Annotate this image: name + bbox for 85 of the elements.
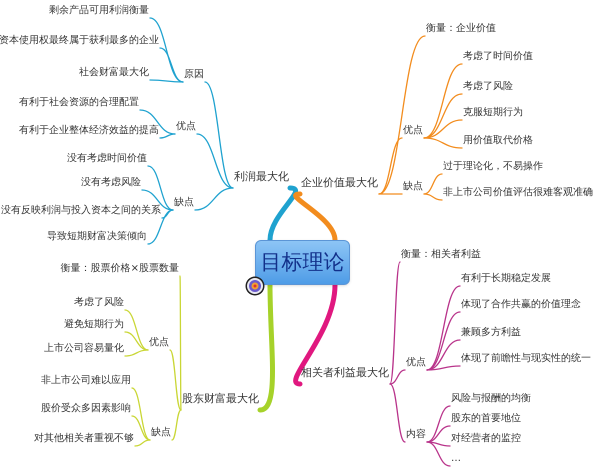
branch-line [389, 369, 406, 385]
topic-label: … [450, 452, 462, 466]
branch-line [161, 209, 174, 219]
topic-label: 体现了前瞻性与现实性的统一 [460, 352, 592, 366]
topic-label: 有利于企业整体经济效益的提高 [18, 124, 160, 138]
topic-label: 剩余产品可用利润衡量 [48, 4, 150, 18]
topic-label: 内容 [405, 428, 427, 442]
topic-label: 避免短期行为 [63, 318, 125, 332]
topic-label: 导致短期财富决策倾向 [46, 230, 148, 244]
branch-line [171, 409, 182, 441]
branch-line [258, 282, 275, 412]
branch-line [426, 425, 451, 443]
branch-line [423, 193, 443, 201]
branch-line [293, 192, 338, 242]
branch-label: 股东财富最大化 [181, 392, 260, 410]
branch-line [389, 383, 406, 443]
branch-line [149, 79, 184, 83]
branch-line [159, 47, 184, 83]
topic-label: 有利于社会资源的合理配置 [18, 96, 140, 110]
topic-label: 原因 [183, 68, 205, 82]
branch-line [423, 173, 443, 195]
topic-label: 没有考虑时间价值 [66, 152, 148, 166]
topic-label: 社会财富最大化 [78, 66, 150, 80]
topic-label: 优点 [148, 336, 170, 350]
branch-line [147, 165, 174, 211]
topic-label: 非上市公司难以应用 [40, 374, 132, 388]
topic-label: 非上市公司价值评估很难客观准确 [442, 186, 594, 200]
topic-label: 缺点 [173, 196, 195, 210]
branch-line [159, 133, 176, 139]
topic-label: 有利于长期稳定发展 [460, 272, 552, 286]
topic-label: 考虑了风险 [73, 296, 125, 310]
branch-line [268, 186, 298, 242]
topic-label: 用价值取代价格 [462, 134, 534, 148]
branch-line [426, 339, 461, 371]
topic-label: 缺点 [402, 180, 424, 194]
branch-line [423, 137, 463, 149]
topic-label: 体现了合作共赢的价值理念 [460, 298, 582, 312]
topic-label: 对其他相关者重视不够 [33, 432, 135, 446]
topic-label: 考虑了时间价值 [462, 50, 534, 64]
branch-line [378, 137, 403, 195]
branch-line [426, 285, 461, 371]
topic-label: 上市公司容易量化 [43, 342, 125, 356]
topic-label: 股东的首要地位 [450, 412, 522, 426]
branch-label: 利润最大化 [233, 170, 290, 188]
branch-line [378, 193, 403, 195]
topic-label: 缺点 [150, 426, 172, 440]
branch-line [169, 349, 182, 411]
branch-line [179, 275, 182, 411]
topic-label: 对经营者的监控 [450, 432, 522, 446]
branch-line [426, 405, 451, 443]
topic-label: 考虑了风险 [462, 80, 514, 94]
branch-line [293, 282, 338, 386]
topic-label: 过于理论化，不易操作 [442, 160, 544, 174]
topic-label: 优点 [405, 356, 427, 370]
topic-label: 风险与报酬的均衡 [450, 392, 532, 406]
topic-label: 克服短期行为 [462, 106, 524, 120]
branch-line [124, 309, 149, 351]
branch-line [134, 439, 151, 447]
topic-label: 优点 [402, 124, 424, 138]
branch-line [194, 187, 234, 211]
branch-line [131, 415, 151, 441]
branch-line [426, 365, 461, 371]
central-topic-box: 目标理论 [255, 240, 350, 285]
topic-label: 股价受众多因素影响 [40, 402, 132, 416]
topic-label: 兼顾多方利益 [460, 326, 522, 340]
branch-label: 相关者利益最大化 [300, 366, 390, 384]
topic-label: 优点 [175, 120, 197, 134]
branch-line [389, 261, 401, 385]
branch-line [131, 387, 151, 441]
topic-label: 没有考虑风险 [80, 176, 142, 190]
topic-label: 衡量：相关者利益 [400, 248, 482, 262]
branch-line [426, 441, 451, 467]
branch-line [124, 349, 149, 357]
topic-label: 没有反映利润与投入资本之间的关系 [0, 204, 162, 218]
branch-line [124, 331, 149, 351]
branch-line [196, 133, 234, 189]
branch-line [139, 109, 176, 135]
branch-line [423, 93, 463, 139]
branch-line [204, 81, 234, 189]
topic-label: 衡量：股票价格×股票数量 [60, 262, 180, 276]
branch-line [423, 119, 463, 139]
branch-line [147, 209, 174, 245]
branch-line [141, 189, 174, 211]
branch-label: 企业价值最大化 [300, 176, 379, 194]
topic-label: 衡量：企业价值 [425, 22, 497, 36]
